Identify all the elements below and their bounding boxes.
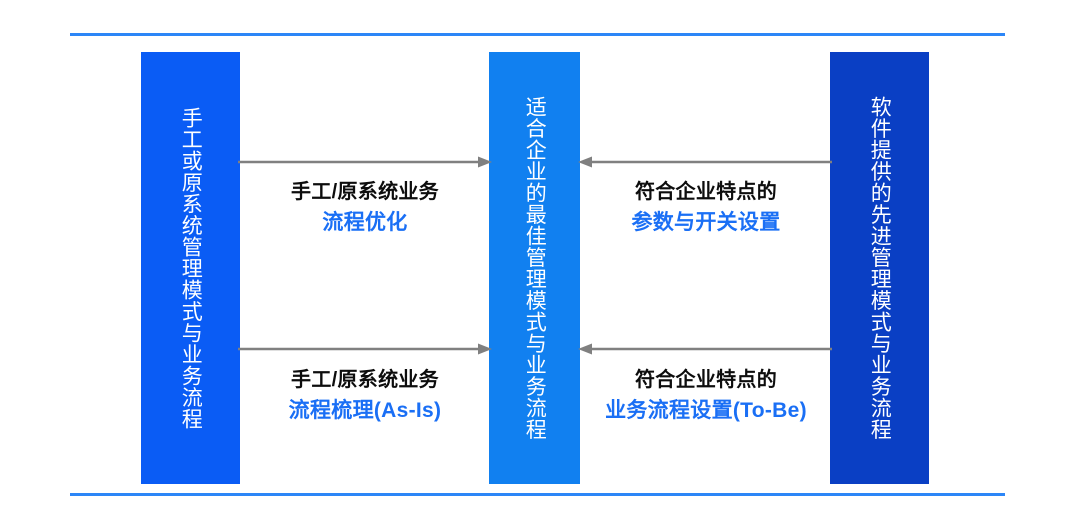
arrow-left-bottom-right	[578, 341, 832, 357]
label-line-accent: 参数与开关设置	[631, 210, 781, 234]
column-target-state: 适合企业的最佳管理模式与业务流程	[489, 52, 580, 484]
label-line-primary: 手工/原系统业务	[291, 181, 439, 203]
bottom-divider-rule	[70, 493, 1005, 496]
arrow-left-top-right	[578, 154, 832, 170]
label-parameter-switch-settings: 符合企业特点的 参数与开关设置	[588, 180, 824, 236]
arrow-right-top-left	[238, 154, 492, 170]
label-line-accent: 流程梳理(As-Is)	[288, 398, 442, 422]
label-process-to-be: 符合企业特点的 业务流程设置(To-Be)	[583, 368, 829, 424]
label-process-as-is: 手工/原系统业务 流程梳理(As-Is)	[247, 368, 483, 424]
label-line-accent: 流程优化	[322, 210, 408, 234]
top-divider-rule	[70, 33, 1005, 36]
label-process-optimization: 手工/原系统业务 流程优化	[247, 180, 483, 236]
column-software-state: 软件提供的先进管理模式与业务流程	[830, 52, 929, 484]
label-line-primary: 符合企业特点的	[634, 181, 778, 203]
label-line-accent: 业务流程设置(To-Be)	[605, 398, 807, 422]
column-current-state: 手工或原系统管理模式与业务流程	[141, 52, 240, 484]
label-line-primary: 手工/原系统业务	[291, 369, 439, 391]
arrow-right-bottom-left	[238, 341, 492, 357]
label-line-primary: 符合企业特点的	[634, 369, 778, 391]
